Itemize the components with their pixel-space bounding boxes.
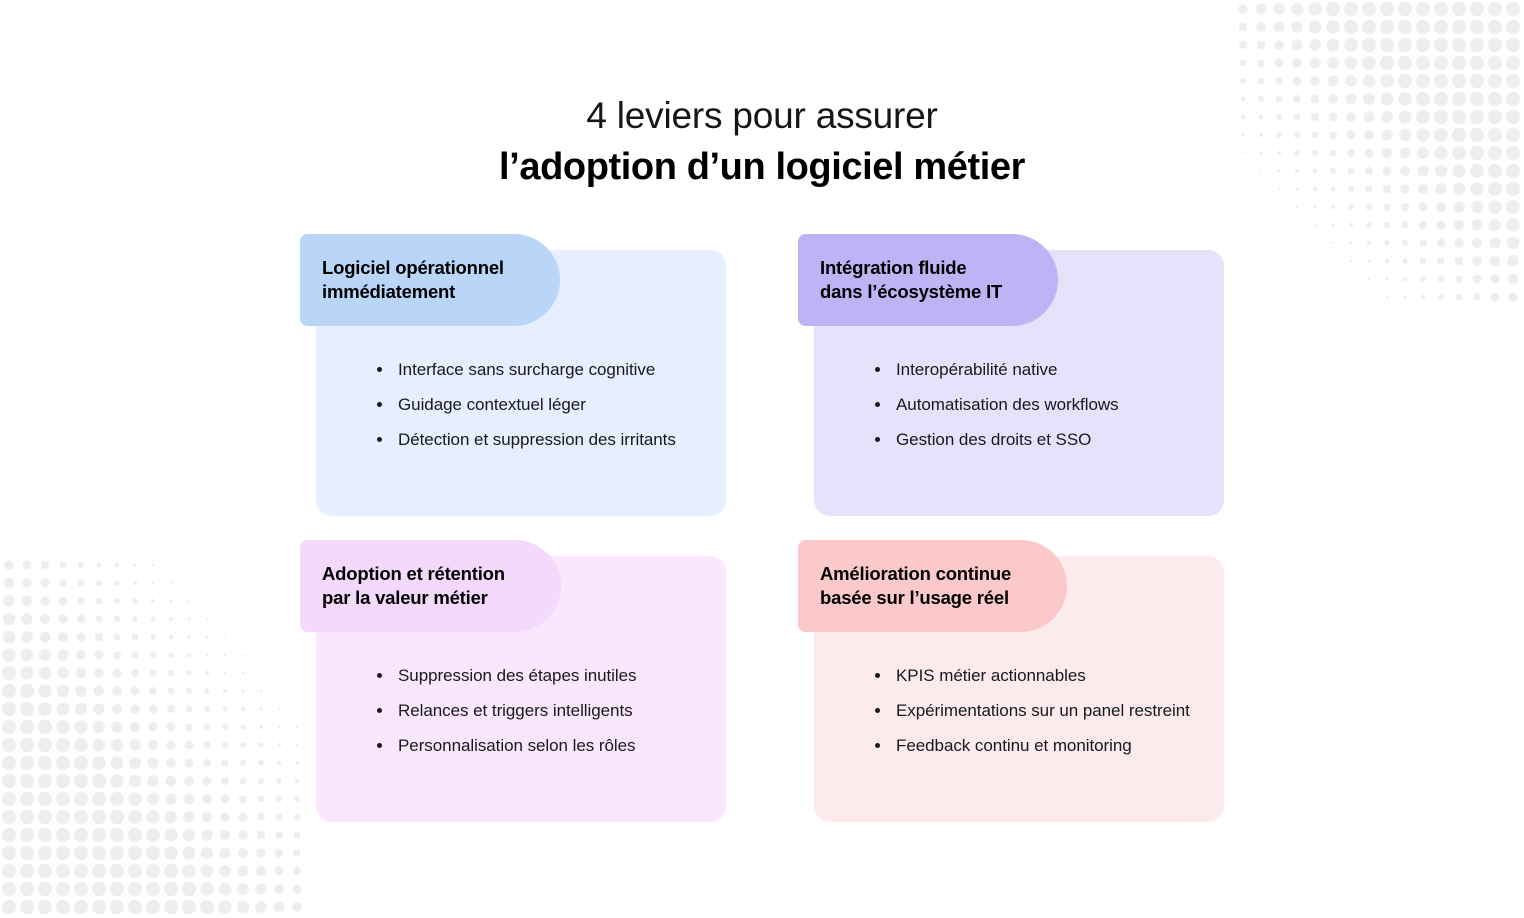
card-header-badge: Logiciel opérationnel immédiatement xyxy=(300,234,560,326)
card-title: Adoption et rétention par la valeur méti… xyxy=(322,563,505,608)
card-bullet-item: Personnalisation selon les rôles xyxy=(374,728,704,763)
title-line-1: 4 leviers pour assurer xyxy=(586,95,938,136)
card-bullet-item: Relances et triggers intelligents xyxy=(374,693,704,728)
card-bullet-item: KPIS métier actionnables xyxy=(872,658,1202,693)
card-bullet-item: Interopérabilité native xyxy=(872,352,1202,387)
card-bullet-item: Gestion des droits et SSO xyxy=(872,422,1202,457)
lever-card: Amélioration continue basée sur l’usage … xyxy=(798,540,1224,822)
card-bullet-item: Détection et suppression des irritants xyxy=(374,422,704,457)
card-title: Amélioration continue basée sur l’usage … xyxy=(820,563,1012,608)
card-bullet-item: Suppression des étapes inutiles xyxy=(374,658,704,693)
title-line-2: l’adoption d’un logiciel métier xyxy=(499,146,1025,189)
card-header-badge: Amélioration continue basée sur l’usage … xyxy=(798,540,1068,632)
card-bullet-item: Feedback continu et monitoring xyxy=(872,728,1202,763)
card-title: Logiciel opérationnel immédiatement xyxy=(322,257,504,302)
lever-card: Intégration fluide dans l’écosystème IT I… xyxy=(798,234,1224,516)
card-header-badge: Intégration fluide dans l’écosystème IT xyxy=(798,234,1059,326)
card-bullet-item: Automatisation des workflows xyxy=(872,387,1202,422)
lever-card: Adoption et rétention par la valeur méti… xyxy=(300,540,726,822)
card-bullet-item: Expérimentations sur un panel restreint xyxy=(872,693,1202,728)
card-bullet-item: Guidage contextuel léger xyxy=(374,387,704,422)
card-bullet-item: Interface sans surcharge cognitive xyxy=(374,352,704,387)
page-title: 4 leviers pour assurer l’adoption d’un l… xyxy=(0,92,1524,193)
card-header-badge: Adoption et rétention par la valeur méti… xyxy=(300,540,561,632)
card-title: Intégration fluide dans l’écosystème IT xyxy=(820,257,1003,302)
